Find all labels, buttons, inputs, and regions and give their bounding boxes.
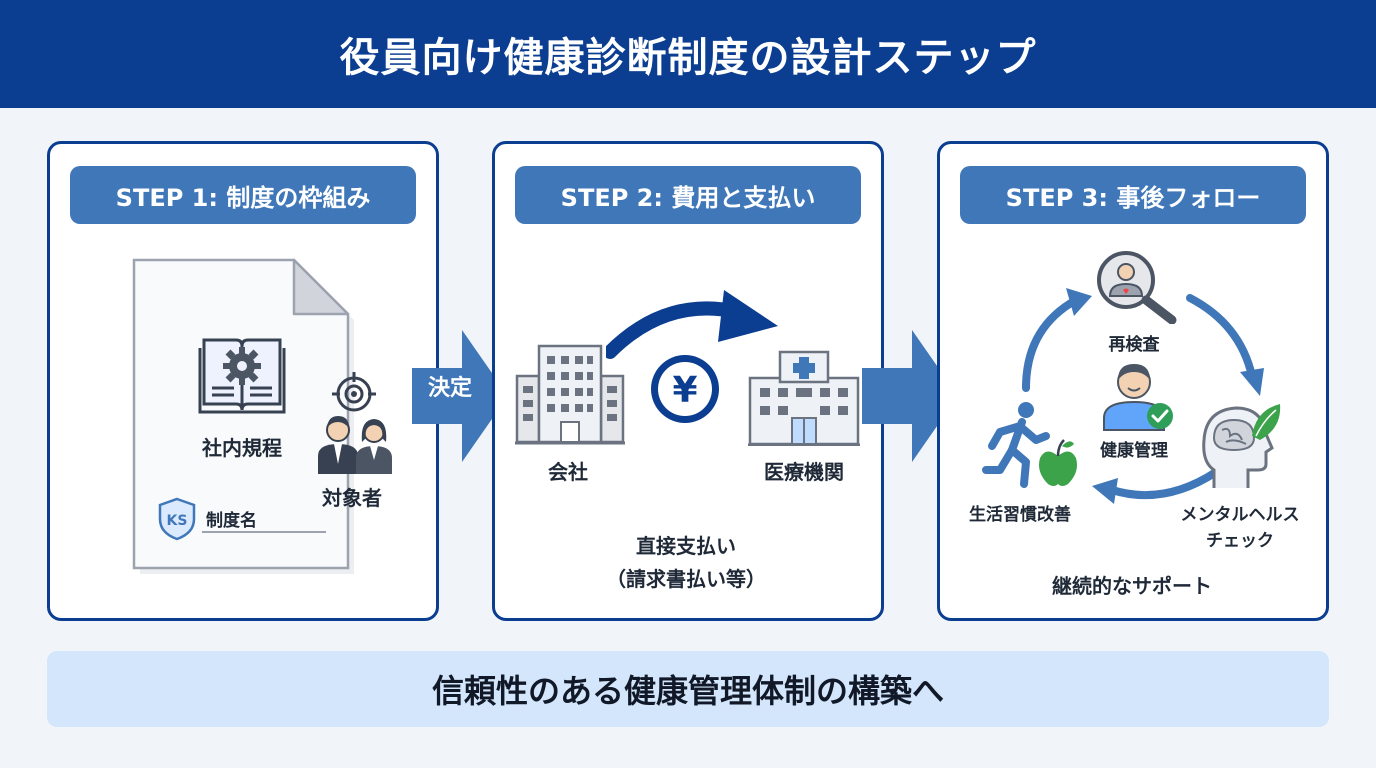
decide-arrow-icon	[412, 330, 508, 462]
mental-label-line1: メンタルヘルス	[1180, 505, 1300, 525]
header-bar: 役員向け健康診断制度の設計ステップ	[0, 0, 1376, 108]
lifestyle-label: 生活習慣改善	[969, 505, 1071, 525]
medical-label: 医療機関	[764, 460, 844, 484]
health-person-check-icon	[1103, 364, 1173, 431]
book-gear-icon	[198, 338, 286, 414]
regulations-label: 社内規程	[202, 436, 282, 460]
shield-badge-text: KS	[167, 513, 188, 529]
system-name-label: 制度名	[206, 511, 257, 531]
decide-label: 決定	[428, 376, 473, 401]
document-icon	[132, 258, 354, 574]
step3-heading: STEP 3: 事後フォロー	[960, 166, 1306, 224]
conclusion-banner: 信頼性のある健康管理体制の構築へ	[47, 651, 1329, 727]
payment-method-line1: 直接支払い	[636, 534, 736, 558]
yen-coin-icon: ¥	[651, 355, 719, 423]
page-title: 役員向け健康診断制度の設計ステップ	[339, 35, 1037, 81]
mental-label-line2: チェック	[1206, 531, 1274, 551]
company-label: 会社	[548, 460, 588, 484]
next-step-arrow-icon	[862, 330, 958, 462]
recheck-magnifier-icon	[1097, 251, 1177, 324]
step1-heading: STEP 1: 制度の枠組み	[70, 166, 416, 224]
yen-symbol: ¥	[672, 370, 697, 411]
target-people-icon	[318, 372, 392, 474]
lifestyle-runner-apple-icon	[982, 402, 1077, 488]
ongoing-support-label: 継続的なサポート	[1052, 574, 1212, 598]
company-building-icon	[515, 344, 625, 445]
mental-brain-head-icon	[1202, 404, 1281, 488]
step2-heading: STEP 2: 費用と支払い	[515, 166, 861, 224]
cycle-arrows-icon	[1022, 288, 1264, 504]
health-mgmt-label: 健康管理	[1100, 441, 1168, 461]
targets-label: 対象者	[322, 486, 382, 510]
recheck-label: 再検査	[1108, 335, 1160, 355]
hospital-building-icon	[748, 350, 860, 446]
shield-icon: KS	[158, 497, 196, 541]
payment-method-line2: （請求書払い等）	[606, 567, 766, 591]
payment-flow-arrow-icon	[606, 290, 778, 359]
